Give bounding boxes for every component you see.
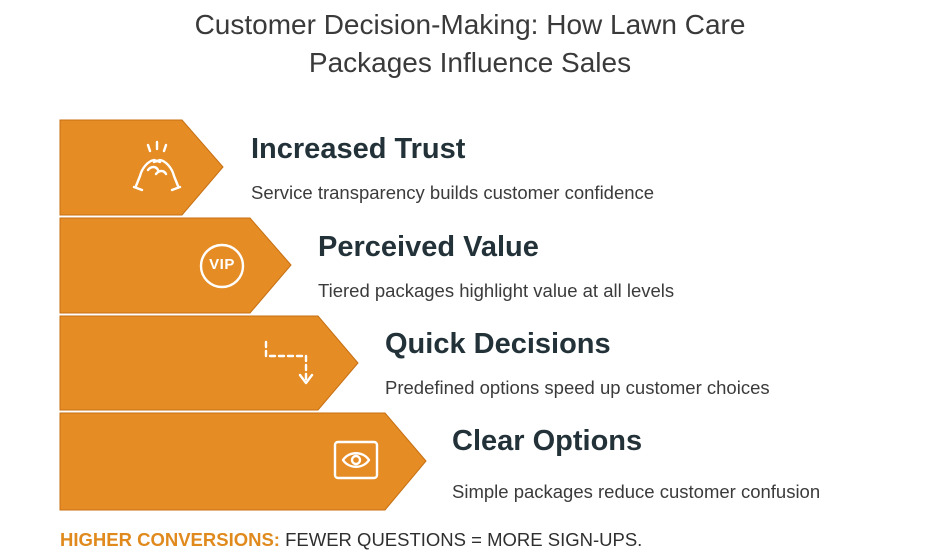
title-line-1: Customer Decision-Making: How Lawn Care	[194, 9, 746, 40]
eye-frame-icon	[333, 440, 379, 480]
footer-highlight: HIGHER CONVERSIONS:	[60, 529, 280, 550]
step-heading: Clear Options	[452, 425, 643, 457]
step-1-arrow	[59, 119, 224, 216]
step-4-arrow	[59, 412, 427, 511]
title-line-2: Packages Influence Sales	[308, 47, 632, 78]
dashed-arrow-icon	[264, 340, 314, 385]
step-description: Service transparency builds customer con…	[251, 182, 655, 203]
step-heading: Increased Trust	[251, 133, 466, 165]
footer-note: HIGHER CONVERSIONS: FEWER QUESTIONS = MO…	[60, 529, 642, 551]
step-description: Predefined options speed up customer cho…	[385, 377, 770, 398]
step-2-arrow	[59, 217, 292, 314]
handshake-icon	[132, 140, 182, 192]
vip-badge-icon	[199, 243, 245, 289]
step-3-arrow	[59, 315, 359, 411]
step-heading: Perceived Value	[318, 231, 539, 263]
vip-badge-label: VIP	[209, 256, 235, 273]
step-description: Simple packages reduce customer confusio…	[452, 481, 821, 502]
footer-text: FEWER QUESTIONS = MORE SIGN-UPS.	[279, 529, 643, 550]
diagram-title: Customer Decision-Making: How Lawn Care …	[0, 6, 940, 82]
step-heading: Quick Decisions	[385, 328, 611, 360]
step-description: Tiered packages highlight value at all l…	[318, 280, 675, 301]
